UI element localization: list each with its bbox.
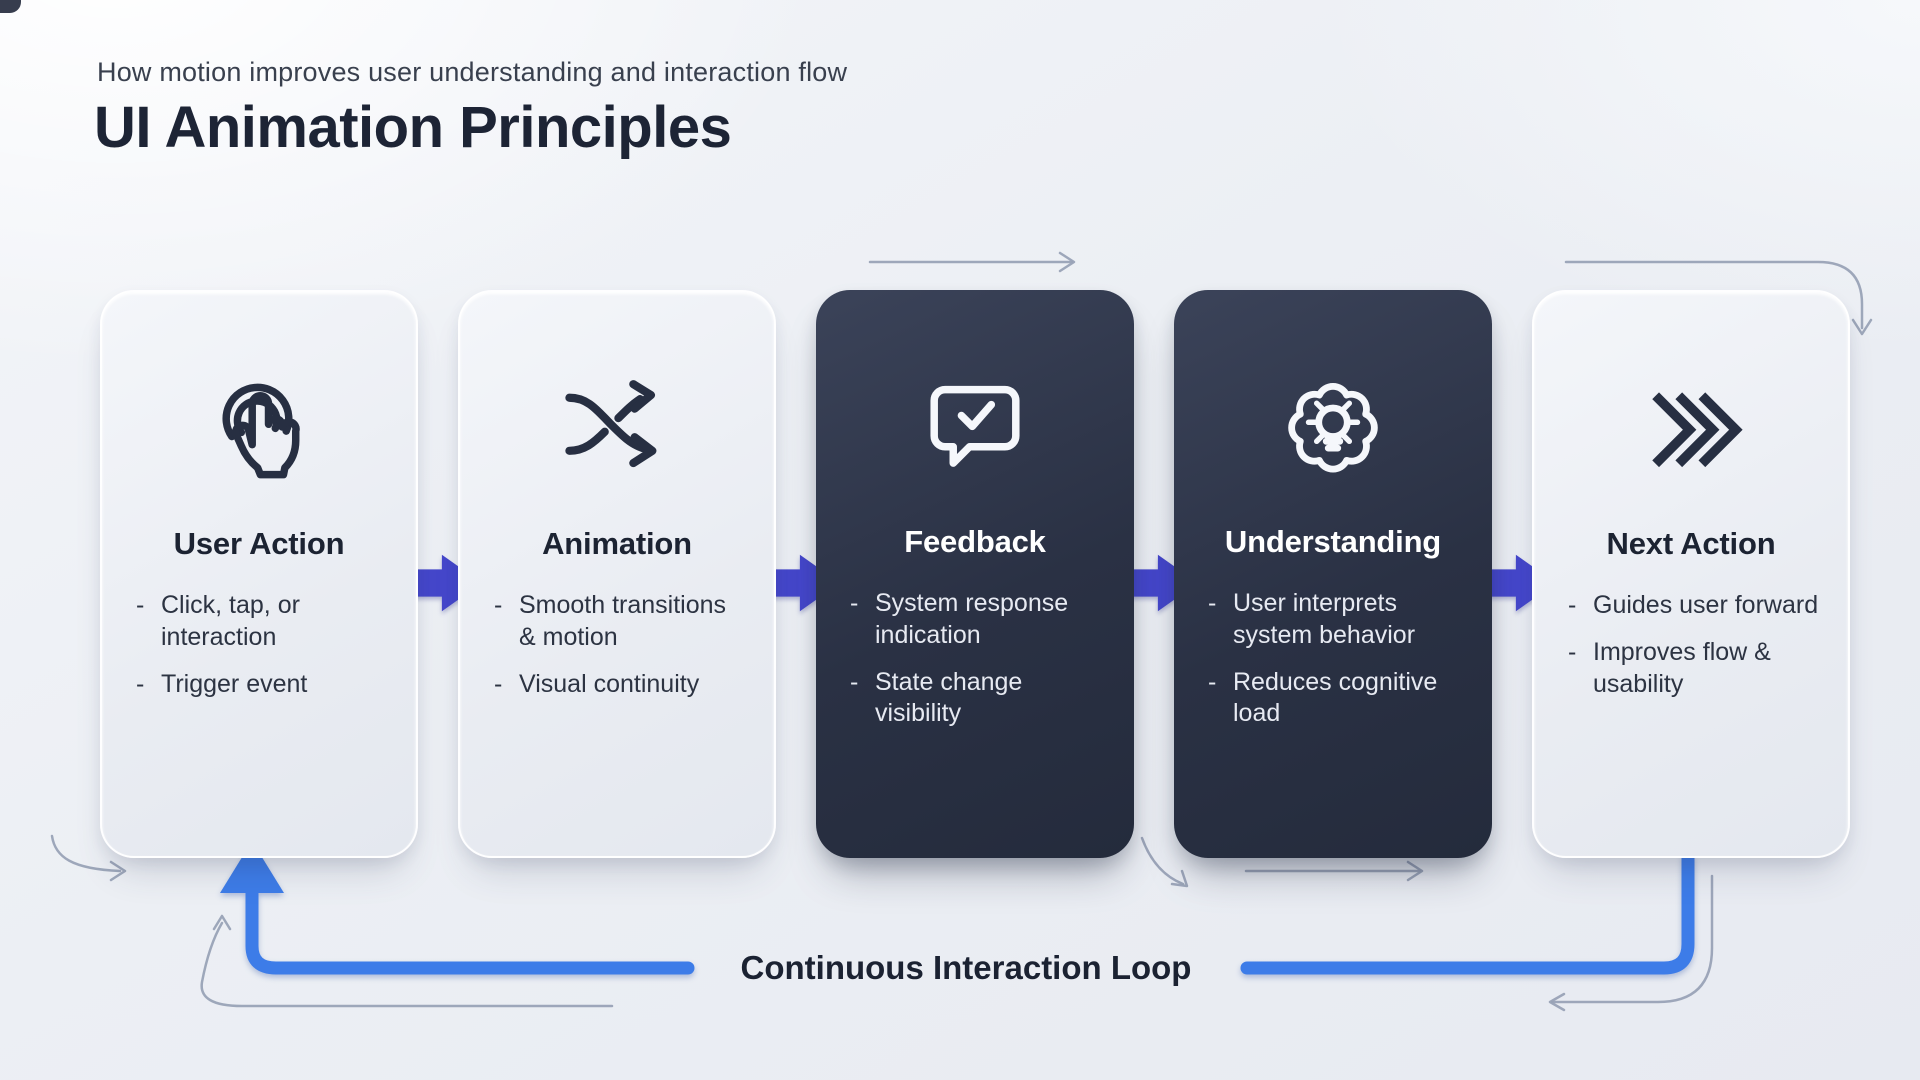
bullet-item: -Visual continuity <box>494 669 700 698</box>
page-title: UI Animation Principles <box>94 95 732 160</box>
card-bullets: -System response indication -State chang… <box>842 588 1108 730</box>
bullet-item: -Reduces cognitive load <box>1208 667 1438 728</box>
triple-chevron-icon <box>1560 348 1822 506</box>
message-check-icon <box>842 346 1108 504</box>
card-bullets: -Click, tap, or interaction -Trigger eve… <box>128 590 390 700</box>
card-title: Next Action <box>1606 526 1776 561</box>
card-user-action: User Action -Click, tap, or interaction … <box>100 290 418 858</box>
bullet-item: -Improves flow & usability <box>1568 637 1771 698</box>
card-title: Feedback <box>904 524 1046 559</box>
bullet-item: -Trigger event <box>136 669 308 698</box>
card-bullets: -User interprets system behavior -Reduce… <box>1200 588 1466 730</box>
shuffle-icon <box>486 348 748 506</box>
card-understanding: Understanding -User interprets system be… <box>1174 290 1492 858</box>
steps-row: User Action -Click, tap, or interaction … <box>100 290 1850 858</box>
card-animation: Animation -Smooth transitions & motion -… <box>458 290 776 858</box>
page-subtitle: How motion improves user understanding a… <box>97 57 848 87</box>
bullet-item: -Click, tap, or interaction <box>136 591 300 651</box>
card-title: User Action <box>173 526 345 561</box>
bullet-item: -Smooth transitions & motion <box>494 591 727 651</box>
card-bullets: -Guides user forward -Improves flow & us… <box>1560 590 1822 700</box>
card-title: Animation <box>542 526 692 561</box>
bullet-item: -Guides user forward <box>1568 591 1819 619</box>
card-next-action: Next Action -Guides user forward -Improv… <box>1532 290 1850 858</box>
card-title: Understanding <box>1224 524 1442 559</box>
bullet-item: -State change visibility <box>850 667 1023 728</box>
guide-loop-echo-right <box>1550 874 1714 1004</box>
tap-icon <box>128 348 390 506</box>
brain-lightbulb-icon <box>1200 346 1466 504</box>
corner-watermark <box>0 0 21 13</box>
card-bullets: -Smooth transitions & motion -Visual con… <box>486 590 748 700</box>
guide-loop-echo-left <box>200 921 614 1008</box>
card-feedback: Feedback -System response indication -St… <box>816 290 1134 858</box>
bullet-item: -User interprets system behavior <box>1208 589 1416 649</box>
bullet-item: -System response indication <box>850 589 1069 649</box>
loop-label: Continuous Interaction Loop <box>740 949 1192 986</box>
